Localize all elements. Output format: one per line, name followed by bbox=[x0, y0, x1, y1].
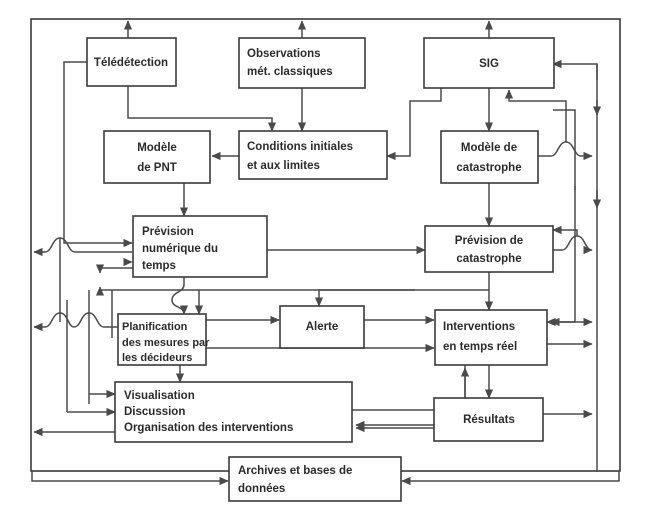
node-planification[interactable]: Planification des mesures par les décide… bbox=[117, 313, 210, 366]
node-prevision-catastrophe-line-1: catastrophe bbox=[456, 253, 521, 265]
node-modele-pnt-line-1: de PNT bbox=[137, 162, 177, 174]
node-interventions[interactable]: Interventions en temps réel bbox=[434, 309, 548, 366]
edge-frame-left-to-archives bbox=[31, 471, 229, 486]
edge-right-to-left-backbone-upper bbox=[95, 286, 489, 296]
node-resultats[interactable]: Résultats bbox=[433, 397, 544, 442]
node-modele-catastrophe-line-0: Modèle de bbox=[461, 142, 517, 154]
node-teledetection[interactable]: Télédétection bbox=[86, 37, 177, 87]
node-archives[interactable]: Archives et bases de données bbox=[228, 456, 402, 502]
node-modele-catastrophe-line-1: catastrophe bbox=[456, 162, 521, 174]
node-archives-line-1: données bbox=[238, 483, 285, 495]
edge-group-archives bbox=[31, 471, 620, 486]
edge-right-bus-to-sig bbox=[552, 59, 598, 80]
node-archives-line-0: Archives et bases de bbox=[238, 465, 352, 477]
node-conditions-line-0: Conditions initiales bbox=[247, 141, 353, 153]
node-prevision-numerique[interactable]: Prévision numérique du temps bbox=[132, 215, 268, 278]
node-conditions-initiales[interactable]: Conditions initiales et aux limites bbox=[238, 130, 388, 180]
node-modele-catastrophe[interactable]: Modèle de catastrophe bbox=[440, 130, 539, 184]
edge-teledetection-to-conditions bbox=[127, 86, 277, 132]
node-planification-line-1: des mesures par bbox=[122, 337, 210, 349]
node-modele-pnt[interactable]: Modèle de PNT bbox=[103, 130, 211, 184]
edge-group-left-hops bbox=[33, 238, 489, 404]
edge-prevision-numerique-to-frame-left bbox=[33, 237, 132, 257]
node-sig[interactable]: SIG bbox=[423, 37, 555, 89]
edge-group-upper bbox=[127, 86, 494, 227]
edge-right-to-sig-feedback bbox=[504, 89, 567, 142]
node-visualisation-line-0: Visualisation bbox=[124, 390, 195, 402]
edge-planification-row-to-frame-left bbox=[33, 312, 118, 332]
node-teledetection-line-0: Télédétection bbox=[94, 57, 168, 69]
node-prevision-catastrophe[interactable]: Prévision de catastrophe bbox=[424, 225, 554, 273]
edge-prevision-catastrophe-to-alerte bbox=[314, 289, 415, 307]
node-visualisation-line-1: Discussion bbox=[124, 406, 185, 418]
node-observations[interactable]: Observations mét. classiques bbox=[238, 37, 366, 89]
edge-right-bus-to-prevision-catastrophe bbox=[552, 225, 578, 236]
edge-group-top bbox=[123, 20, 494, 38]
node-interventions-line-1: en temps réel bbox=[443, 341, 517, 353]
node-prevision-numerique-line-2: temps bbox=[142, 260, 176, 272]
node-planification-line-2: les décideurs bbox=[122, 352, 192, 364]
edge-prevision-numerique-to-planification bbox=[171, 277, 189, 315]
node-conditions-line-1: et aux limites bbox=[247, 160, 320, 172]
node-alerte[interactable]: Alerte bbox=[279, 305, 365, 349]
node-prevision-numerique-line-0: Prévision bbox=[142, 226, 194, 238]
edge-sig-down-secondary bbox=[553, 109, 576, 190]
node-interventions-line-0: Interventions bbox=[443, 321, 515, 333]
node-modele-pnt-line-0: Modèle bbox=[137, 142, 177, 154]
edge-group-right-bus bbox=[504, 59, 602, 472]
edge-sig-to-conditions bbox=[386, 88, 442, 161]
node-planification-line-0: Planification bbox=[122, 321, 188, 333]
node-observations-line-1: mét. classiques bbox=[247, 66, 333, 78]
node-resultats-line-0: Résultats bbox=[463, 414, 515, 426]
node-prevision-catastrophe-line-0: Prévision de bbox=[455, 235, 523, 247]
edge-teledetection-left-to-prevision-numerique bbox=[63, 61, 133, 248]
node-visualisation[interactable]: Visualisation Discussion Organisation de… bbox=[114, 381, 353, 443]
node-observations-line-0: Observations bbox=[247, 48, 321, 60]
node-alerte-line-0: Alerte bbox=[306, 321, 339, 333]
edge-prevision-catastrophe-to-right-bus bbox=[553, 235, 593, 255]
node-sig-line-0: SIG bbox=[479, 58, 499, 70]
node-prevision-numerique-line-1: numérique du bbox=[142, 243, 218, 255]
node-visualisation-line-2: Organisation des interventions bbox=[124, 422, 293, 434]
edge-frame-right-to-archives bbox=[401, 471, 620, 486]
edge-modele-catastrophe-to-right-bus bbox=[538, 141, 593, 161]
